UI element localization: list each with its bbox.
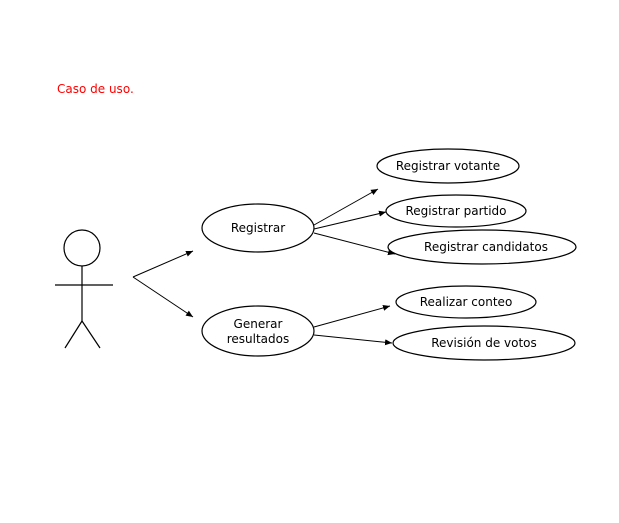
use-case-generar-label-line2: resultados xyxy=(227,332,290,346)
arrow-registrar-votante xyxy=(313,188,379,226)
use-case-generar-resultados: Generar resultados xyxy=(201,305,315,357)
use-case-registrar-candidatos-label: Registrar candidatos xyxy=(424,240,548,254)
arrow-generar-revision xyxy=(313,334,393,346)
actor-stick-figure xyxy=(55,229,113,349)
use-case-revision-votos: Revisión de votos xyxy=(392,325,576,361)
association-actor-registrar xyxy=(132,250,194,278)
use-case-generar-label-line1: Generar xyxy=(234,317,283,331)
arrow-registrar-candidatos xyxy=(313,232,396,256)
use-case-realizar-conteo: Realizar conteo xyxy=(395,285,537,319)
actor-head xyxy=(63,229,101,267)
use-case-registrar-partido: Registrar partido xyxy=(385,194,527,228)
use-case-registrar-votante: Registrar votante xyxy=(376,148,520,184)
actor-right-leg xyxy=(81,320,101,349)
association-actor-generar xyxy=(132,276,194,318)
use-case-revision-votos-label: Revisión de votos xyxy=(431,336,537,350)
use-case-registrar-label: Registrar xyxy=(231,221,285,235)
arrow-generar-conteo xyxy=(313,304,391,328)
use-case-registrar: Registrar xyxy=(201,203,315,253)
use-case-registrar-partido-label: Registrar partido xyxy=(405,204,506,218)
diagram-caption: Caso de uso. xyxy=(57,82,134,96)
use-case-registrar-votante-label: Registrar votante xyxy=(396,159,500,173)
arrow-registrar-partido xyxy=(313,210,387,230)
use-case-registrar-candidatos: Registrar candidatos xyxy=(387,229,577,265)
actor-left-leg xyxy=(64,320,83,349)
use-case-realizar-conteo-label: Realizar conteo xyxy=(420,295,513,309)
